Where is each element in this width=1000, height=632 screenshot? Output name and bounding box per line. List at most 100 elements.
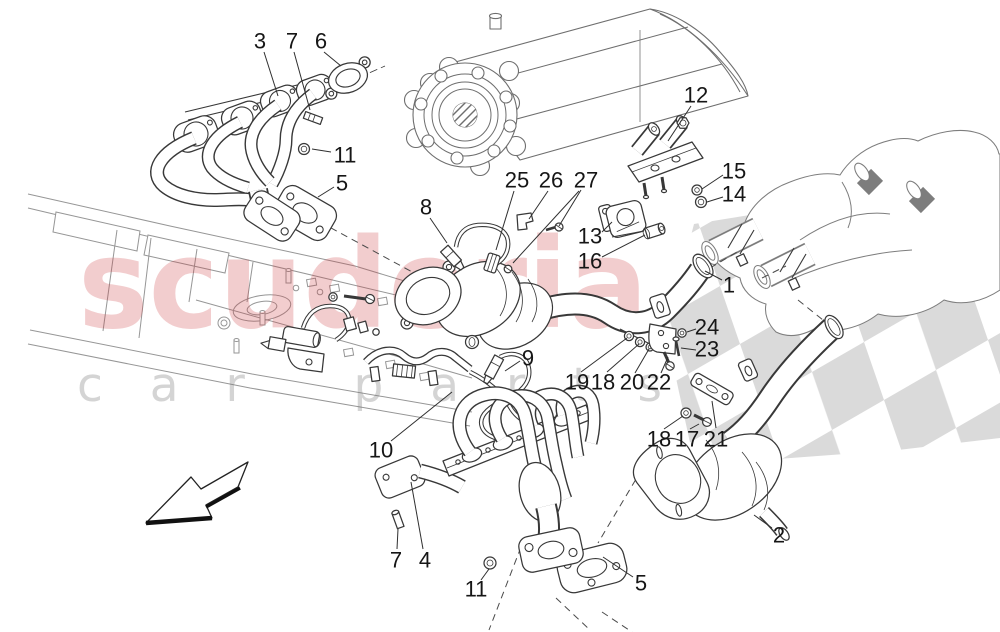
leader-line-25 bbox=[495, 190, 515, 251]
leader-line-5 bbox=[317, 186, 335, 198]
cable-clamp-25 bbox=[483, 252, 501, 274]
stud-7-lower bbox=[391, 509, 405, 530]
callout-18: 18 bbox=[591, 370, 615, 395]
exhaust-clamp-front bbox=[727, 223, 755, 267]
gearbox-flange bbox=[403, 56, 527, 177]
callout-17: 17 bbox=[675, 427, 699, 452]
callout-26: 26 bbox=[539, 168, 563, 193]
nut-11-lower bbox=[483, 556, 497, 570]
leader-line-15 bbox=[701, 174, 724, 190]
clip-26 bbox=[516, 212, 534, 231]
right-catalytic-converter bbox=[632, 314, 844, 541]
bolt-17 bbox=[693, 413, 713, 428]
callout-24: 24 bbox=[695, 315, 719, 340]
washer-24 bbox=[677, 328, 687, 338]
leader-line-5 bbox=[602, 556, 634, 578]
callout-7: 7 bbox=[286, 29, 298, 54]
callout-10: 10 bbox=[369, 438, 393, 463]
callout-11: 11 bbox=[465, 577, 488, 602]
leader-line-11 bbox=[480, 568, 490, 581]
leader-line-1 bbox=[704, 270, 723, 281]
leader-line-4 bbox=[410, 481, 424, 550]
direction-arrow-icon bbox=[145, 461, 249, 526]
callout-27: 27 bbox=[574, 168, 598, 193]
nut-11-upper bbox=[297, 142, 311, 156]
callout-15: 15 bbox=[722, 159, 746, 184]
lower-runner-tubes bbox=[452, 384, 601, 543]
leader-line-11 bbox=[311, 148, 332, 153]
leader-line-17 bbox=[689, 423, 700, 430]
centre-pipe-1-end bbox=[692, 253, 714, 279]
leader-line-18 bbox=[606, 343, 640, 373]
callout-5: 5 bbox=[635, 571, 647, 596]
callout-8: 8 bbox=[420, 195, 432, 220]
gasket-ring-6 bbox=[325, 56, 371, 100]
leader-line-26 bbox=[528, 190, 549, 220]
pipe-2-end bbox=[824, 314, 844, 340]
leader-line-7 bbox=[293, 51, 311, 111]
leader-line-2 bbox=[753, 514, 773, 529]
leader-line-21 bbox=[711, 400, 717, 429]
leader-line-3 bbox=[263, 51, 279, 97]
callout-23: 23 bbox=[695, 337, 719, 362]
callout-11: 11 bbox=[334, 143, 357, 168]
leader-line-16 bbox=[601, 234, 646, 258]
leader-line-12 bbox=[667, 105, 692, 142]
leader-line-18 bbox=[663, 415, 684, 430]
gearbox-housing bbox=[403, 8, 749, 177]
leader-line-22 bbox=[660, 356, 669, 374]
leader-line-27 bbox=[512, 190, 580, 264]
upper-exhaust-manifold bbox=[150, 56, 371, 242]
callout-18: 18 bbox=[647, 427, 671, 452]
washer-18b bbox=[680, 407, 692, 419]
rubber-mount-13 bbox=[598, 184, 708, 240]
watermark-brand: scuderia bbox=[78, 213, 648, 357]
leader-line-9 bbox=[504, 360, 521, 372]
pipe-2-hanger bbox=[737, 358, 759, 382]
left-catalytic-converter bbox=[394, 212, 714, 350]
leader-line-20 bbox=[634, 348, 650, 374]
callout-3: 3 bbox=[254, 29, 266, 54]
leader-line-19 bbox=[580, 337, 628, 373]
callout-22: 22 bbox=[647, 370, 671, 395]
converter-inlet-ring bbox=[394, 266, 462, 326]
gearbox-breather-cap bbox=[488, 12, 503, 30]
leader-line-6 bbox=[323, 51, 342, 67]
nut-12 bbox=[676, 117, 690, 129]
gearbox-hub-hatch bbox=[452, 102, 478, 128]
callout-21: 21 bbox=[704, 427, 728, 452]
callout-6: 6 bbox=[315, 29, 327, 54]
support-bracket-hardware bbox=[619, 323, 687, 371]
converter-2-inlet-flange bbox=[632, 437, 711, 520]
bolt-22 bbox=[662, 351, 675, 371]
leader-line-7 bbox=[396, 528, 399, 550]
washer-15 bbox=[691, 184, 703, 196]
watermark: scuderia car parts bbox=[77, 213, 662, 413]
bracket-21 bbox=[690, 372, 734, 406]
leader-line-8 bbox=[429, 217, 448, 244]
leader-line-24 bbox=[686, 328, 697, 333]
chassis-studs bbox=[233, 268, 292, 354]
downpipe-flange-upper bbox=[243, 190, 301, 242]
callout-13: 13 bbox=[578, 224, 602, 249]
callout-1: 1 bbox=[723, 273, 735, 298]
leader-line-23 bbox=[680, 347, 697, 351]
pin-23 bbox=[672, 336, 681, 357]
callout-16: 16 bbox=[578, 249, 602, 274]
callout-25: 25 bbox=[505, 168, 529, 193]
callout-2: 2 bbox=[773, 523, 785, 548]
downpipe-flange-lower bbox=[518, 527, 584, 573]
callout-5: 5 bbox=[336, 171, 348, 196]
callout-14: 14 bbox=[722, 182, 746, 207]
callout-19: 19 bbox=[565, 370, 589, 395]
leader-line-10 bbox=[390, 391, 453, 442]
leader-line-27 bbox=[558, 189, 582, 227]
pipe-hanger-bracket bbox=[649, 293, 671, 319]
leader-line-14 bbox=[706, 196, 724, 203]
callout-9: 9 bbox=[522, 346, 534, 371]
washer-18a bbox=[634, 336, 646, 348]
nut-14 bbox=[694, 195, 708, 209]
